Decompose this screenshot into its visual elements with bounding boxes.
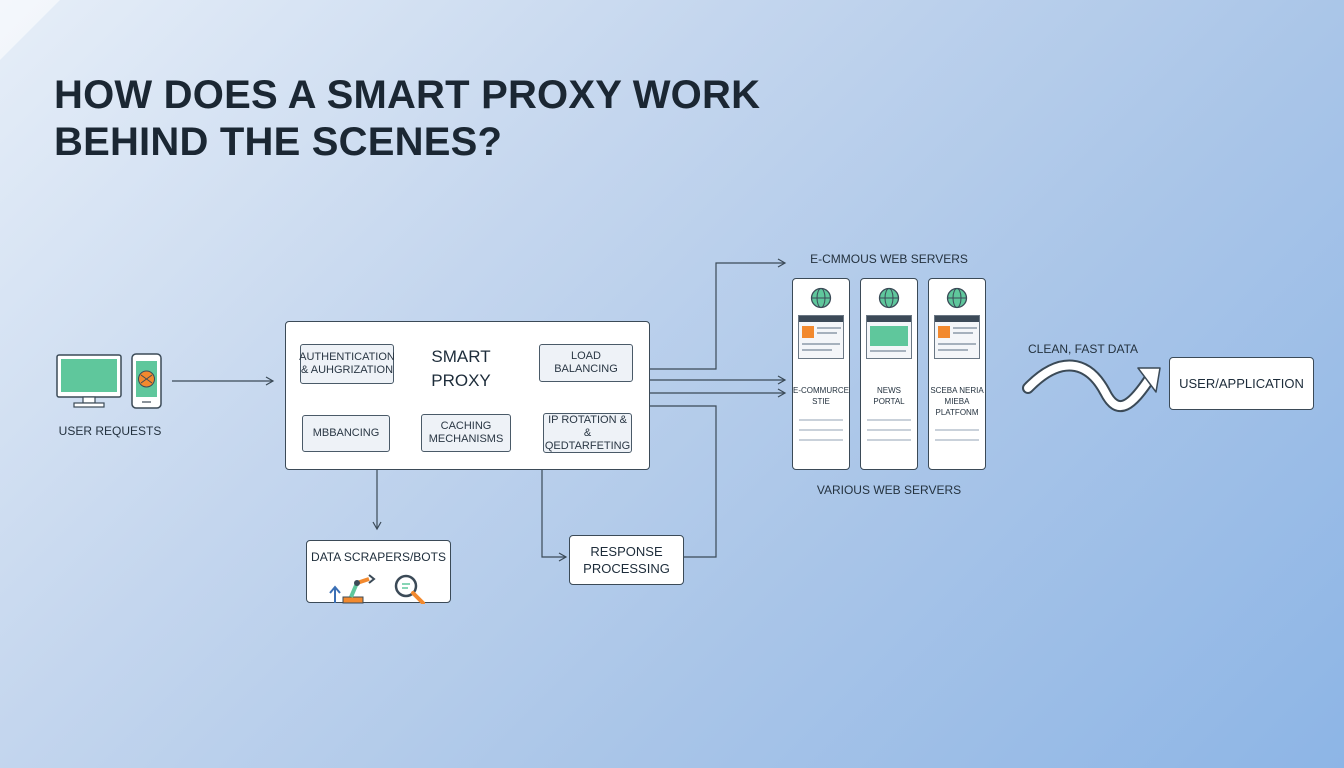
module-ip-rotation[interactable]: IP ROTATION & & QEDTARFETING	[543, 413, 632, 453]
profile-icon	[938, 326, 950, 338]
data-scrapers-box[interactable]: DATA SCRAPERS/BOTS	[306, 540, 451, 604]
arrow-proxy-to-response	[541, 470, 568, 562]
module-ip-rotation-line-1: IP ROTATION &	[548, 413, 627, 426]
clean-fast-data-label: CLEAN, FAST DATA	[1027, 342, 1139, 356]
server-ecommerce-line-1: E-COMMURCE	[793, 386, 849, 395]
module-load-balancing[interactable]: LOAD BALANCING	[539, 344, 633, 382]
module-authentication-line-1: AUTHENTICATION	[299, 351, 395, 363]
page-title: HOW DOES A SMART PROXY WORK BEHIND THE S…	[54, 72, 760, 166]
servers-bottom-label: VARIOUS WEB SERVERS	[816, 483, 962, 497]
response-processing-line-2: PROCESSING	[583, 561, 670, 576]
smart-proxy-title: SMART PROXY	[406, 345, 516, 393]
server-ecommerce-window	[798, 315, 844, 359]
data-scrapers-label: DATA SCRAPERS/BOTS	[311, 550, 446, 564]
globe-icon	[810, 287, 832, 309]
robot-arm-icon	[342, 574, 376, 604]
news-image	[870, 326, 908, 346]
module-load-balancing-line-1: LOAD	[571, 350, 601, 362]
module-authentication[interactable]: AUTHENTICATION & AUHGRIZATION	[299, 344, 395, 384]
server-social-line-2: MIEBA	[944, 397, 970, 406]
module-caching-line-2: MECHANISMS	[428, 433, 504, 445]
module-ip-rotation-line-2: & QEDTARFETING	[544, 426, 631, 452]
server-social-line-1: SCEBA NERIA	[930, 386, 984, 395]
server-news-portal[interactable]: NEWS PORTAL	[860, 278, 918, 470]
shop-icon	[802, 326, 814, 338]
module-mbalancing[interactable]: MBBANCING	[302, 415, 390, 452]
response-processing-box[interactable]: RESPONSE PROCESSING	[569, 535, 684, 585]
server-social-window	[934, 315, 980, 359]
module-caching[interactable]: CACHING MECHANISMS	[421, 414, 511, 452]
module-load-balancing-line-2: BALANCING	[554, 363, 618, 375]
smart-proxy-title-line-2: PROXY	[431, 371, 491, 390]
arrow-proxy-to-top-servers	[650, 258, 787, 370]
module-caching-line-1: CACHING	[440, 420, 492, 432]
magnifier-icon	[394, 574, 425, 604]
user-requests-group	[54, 352, 166, 412]
server-ecommerce-line-2: STIE	[812, 397, 830, 406]
smart-proxy-title-line-1: SMART	[431, 347, 491, 366]
server-ecommerce[interactable]: E-COMMURCE STIE	[792, 278, 850, 470]
desktop-monitor-icon	[56, 354, 122, 408]
response-processing-line-1: RESPONSE	[590, 544, 663, 559]
globe-icon	[878, 287, 900, 309]
smartphone-icon	[131, 353, 162, 409]
flow-wave-head	[1137, 367, 1161, 393]
title-line-1: HOW DOES A SMART PROXY WORK	[54, 73, 761, 117]
server-social-media[interactable]: SCEBA NERIA MIEBA PLATFONM	[928, 278, 986, 470]
user-application-box[interactable]: USER/APPLICATION	[1169, 357, 1314, 410]
title-line-2: BEHIND THE SCENES?	[54, 120, 503, 164]
up-arrow-icon	[329, 585, 341, 603]
servers-top-label: E-CMMOUS WEB SERVERS	[810, 252, 968, 266]
user-application-label: USER/APPLICATION	[1179, 376, 1304, 391]
corner-accent	[0, 0, 60, 60]
scraper-icons	[329, 574, 425, 604]
user-requests-label: USER REQUESTS	[58, 424, 162, 438]
globe-icon	[946, 287, 968, 309]
server-news-line-1: NEWS	[877, 386, 901, 395]
server-social-line-3: PLATFONM	[935, 408, 979, 417]
module-authentication-line-2: & AUHGRIZATION	[300, 364, 394, 376]
server-news-line-2: PORTAL	[873, 397, 905, 406]
wire-response-to-servers	[650, 405, 717, 558]
module-mbalancing-label: MBBANCING	[312, 427, 380, 439]
server-news-window	[866, 315, 912, 359]
